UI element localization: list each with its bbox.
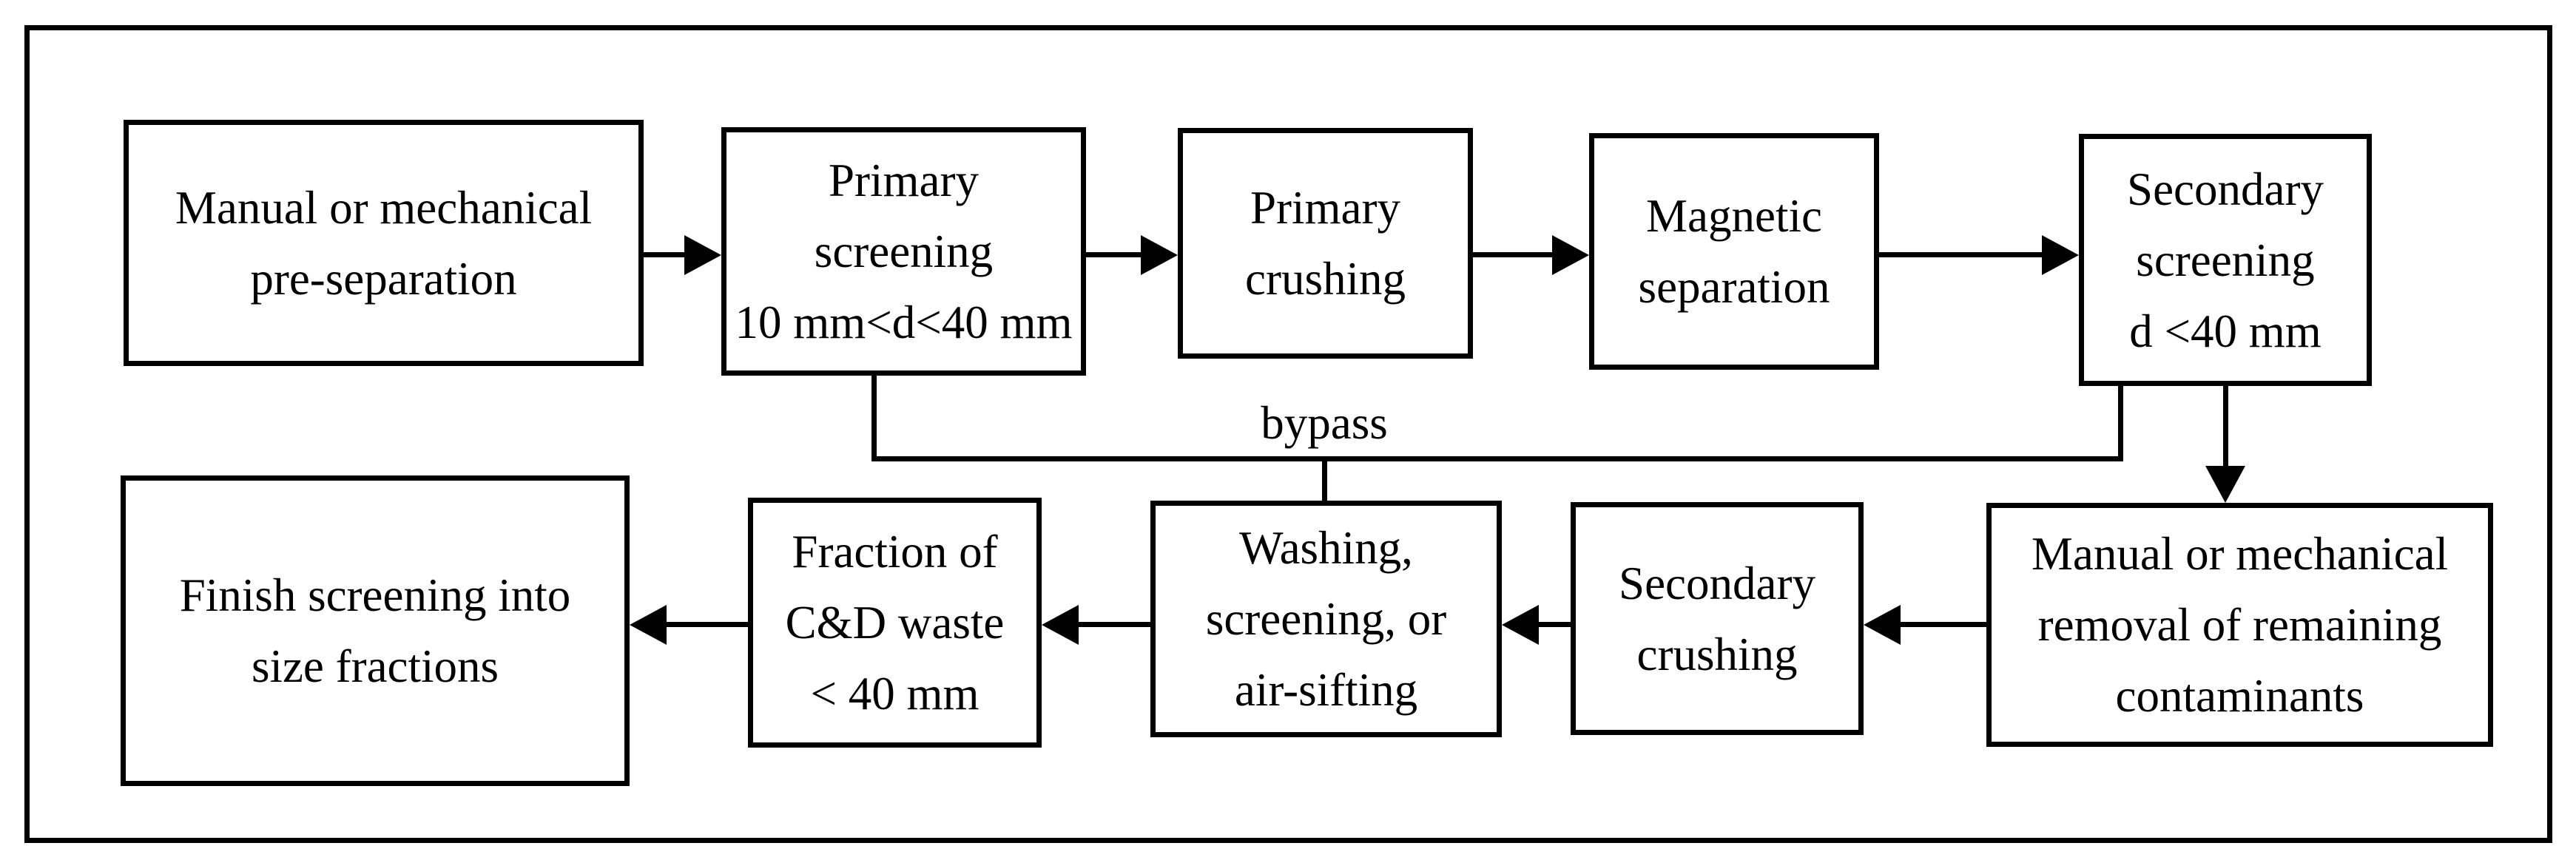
flow-box-label: Manual or mechanical pre-separation: [175, 181, 593, 305]
arrowhead-right-icon: [684, 235, 721, 275]
outer-border: [24, 25, 2552, 843]
flow-box-label: Manual or mechanical removal of remainin…: [2031, 528, 2449, 722]
arrow-fraction-to-finish-screening: [664, 622, 748, 627]
arrow-magnetic-separation-to-secondary-screening: [1879, 252, 2046, 257]
flow-box-label: Primary screening 10 mm<d<40 mm: [735, 155, 1073, 348]
bypass-line-to-secondary-screening: [2118, 386, 2123, 461]
flow-box-label: Primary crushing: [1245, 182, 1406, 305]
flow-box-label: Finish screening into size fractions: [179, 569, 571, 692]
arrowhead-right-icon: [1141, 235, 1178, 275]
arrowhead-left-icon: [1864, 605, 1901, 645]
arrowhead-left-icon: [630, 605, 667, 645]
arrowhead-left-icon: [1502, 605, 1539, 645]
bypass-line-horizontal: [871, 456, 2123, 461]
arrow-pre-separation-to-primary-screening: [644, 252, 689, 257]
arrowhead-left-icon: [1042, 605, 1079, 645]
arrow-secondary-screening-to-manual-removal: [2223, 386, 2228, 469]
bypass-label: bypass: [1261, 397, 1388, 449]
arrowhead-down-icon: [2205, 466, 2245, 503]
flow-box-secondary-crushing: Secondary crushing: [1571, 502, 1864, 735]
flow-box-label: Secondary crushing: [1619, 557, 1815, 680]
flow-box-pre-separation: Manual or mechanical pre-separation: [124, 120, 644, 366]
arrowhead-right-icon: [2042, 235, 2079, 275]
flow-box-magnetic-separation: Magnetic separation: [1589, 133, 1879, 370]
flow-box-fraction: Fraction of C&D waste < 40 mm: [748, 498, 1042, 748]
arrow-secondary-crushing-to-washing: [1536, 622, 1571, 627]
flow-box-primary-crushing: Primary crushing: [1178, 128, 1473, 359]
flow-box-label: Washing, screening, or air-sifting: [1205, 522, 1447, 716]
arrow-primary-screening-to-primary-crushing: [1086, 252, 1145, 257]
flow-box-finish-screening: Finish screening into size fractions: [121, 475, 630, 786]
arrow-primary-crushing-to-magnetic-separation: [1473, 252, 1556, 257]
flow-box-washing: Washing, screening, or air-sifting: [1150, 501, 1502, 737]
arrow-washing-to-fraction: [1076, 622, 1150, 627]
flow-box-manual-removal: Manual or mechanical removal of remainin…: [1986, 503, 2493, 747]
flow-box-label: Secondary screening d <40 mm: [2127, 163, 2324, 357]
bypass-line-from-primary-screening: [871, 376, 877, 461]
flow-box-label: Magnetic separation: [1638, 190, 1830, 313]
bypass-line-to-washing: [1322, 456, 1327, 501]
flow-box-secondary-screening: Secondary screening d <40 mm: [2079, 134, 2372, 386]
arrow-manual-removal-to-secondary-crushing: [1898, 622, 1986, 627]
flow-box-label: Fraction of C&D waste < 40 mm: [785, 526, 1005, 720]
flow-box-primary-screening: Primary screening 10 mm<d<40 mm: [721, 127, 1086, 376]
arrowhead-right-icon: [1552, 235, 1589, 275]
